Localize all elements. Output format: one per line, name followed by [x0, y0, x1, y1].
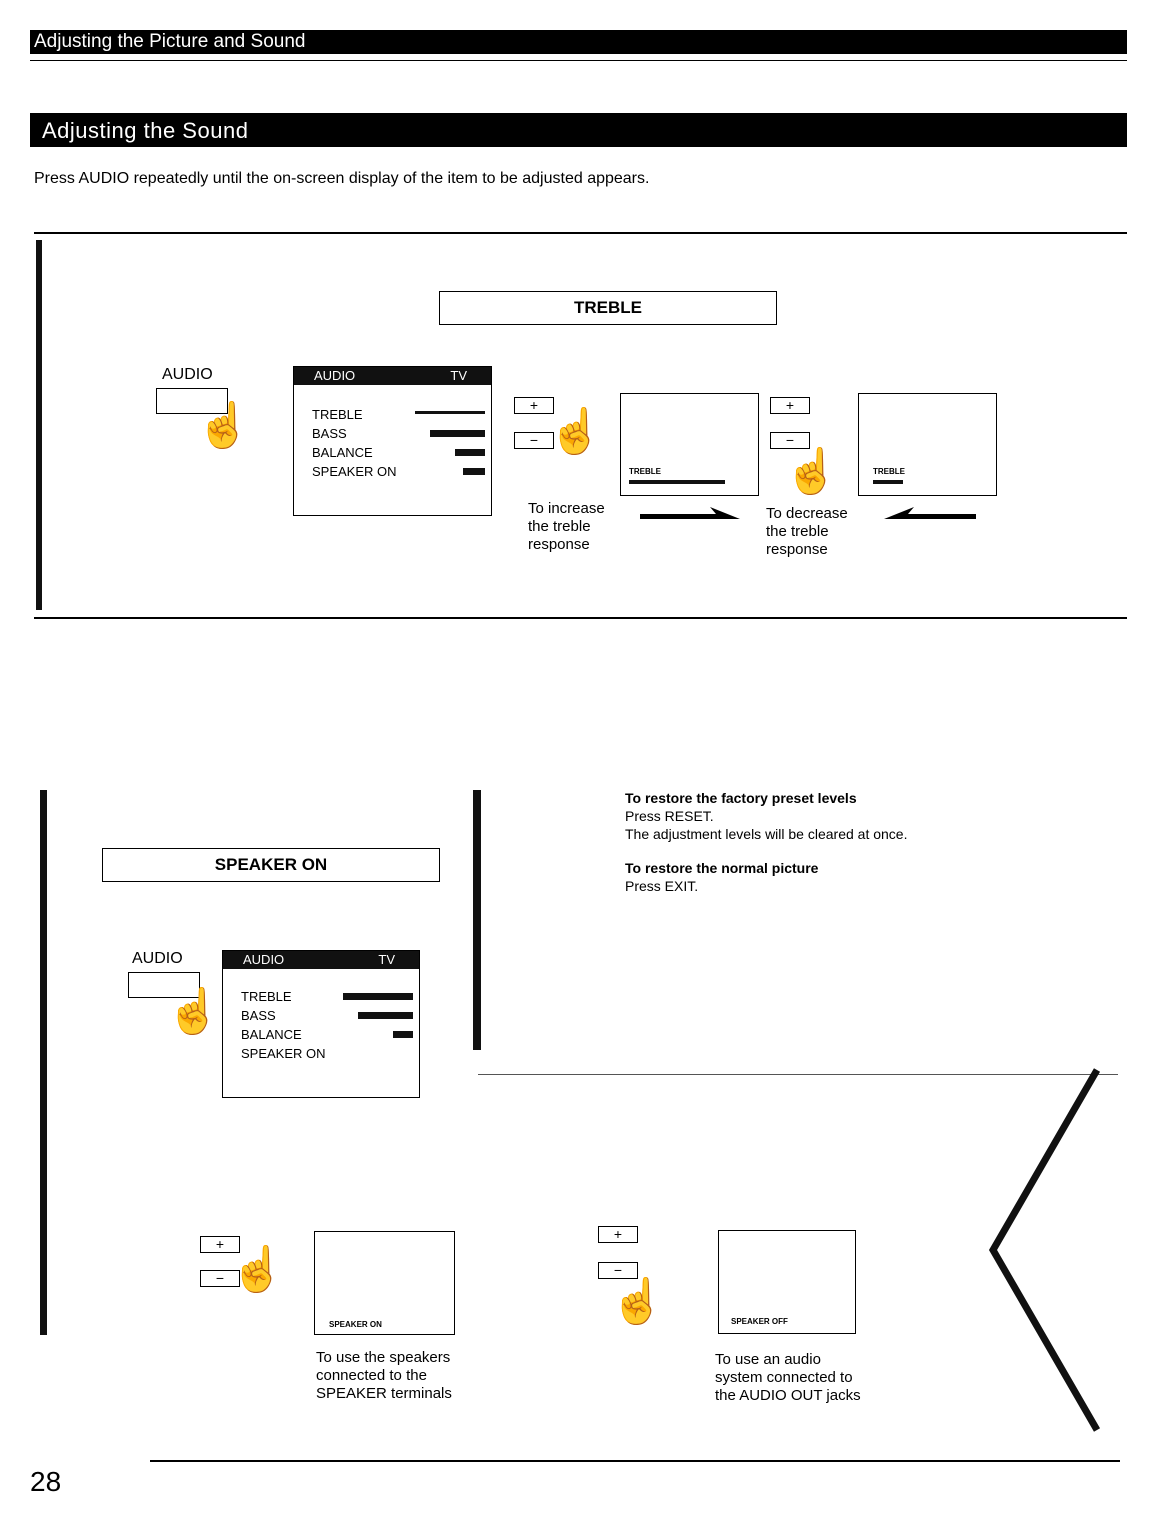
page-header-title: Adjusting the Picture and Sound — [34, 31, 306, 52]
section-title: Adjusting the Sound — [42, 118, 249, 143]
treble-screen-decrease: TREBLE — [858, 393, 997, 496]
screen-label: TREBLE — [629, 467, 661, 476]
speaker-on-caption: To use the speakers connected to the SPE… — [316, 1349, 452, 1402]
speaker-off-caption: To use an audio system connected to the … — [715, 1351, 861, 1404]
osd-item: TREBLE — [294, 405, 491, 424]
treble-panel-bottom-rule — [34, 617, 1127, 619]
osd-item: BASS — [223, 1006, 419, 1025]
osd-title: AUDIO — [314, 368, 356, 383]
treble-audio-button[interactable] — [156, 388, 228, 414]
speaker-panel-left-stripe — [40, 790, 47, 1335]
osd-item: TREBLE — [223, 987, 419, 1006]
osd-title-bar: AUDIO TV — [294, 367, 491, 385]
header-rule — [30, 60, 1127, 61]
normal-picture-heading: To restore the normal picture — [625, 860, 819, 876]
pointing-hand-icon: ☝ — [548, 407, 603, 456]
osd-item: BALANCE — [294, 443, 491, 462]
section-bar — [30, 113, 1127, 147]
minus-button[interactable]: − — [514, 432, 554, 449]
speaker-audio-button-label: AUDIO — [132, 950, 183, 967]
increase-caption: To increase the treble response — [528, 500, 605, 553]
osd-source: TV — [450, 368, 467, 383]
speaker-off-screen: SPEAKER OFF — [718, 1230, 856, 1334]
minus-button[interactable]: − — [200, 1270, 240, 1287]
pointing-hand-icon: ☝ — [784, 447, 839, 496]
normal-picture-line1: Press EXIT. — [625, 878, 699, 894]
plus-button[interactable]: + — [770, 397, 810, 414]
plus-button[interactable]: + — [200, 1236, 240, 1253]
screen-label: SPEAKER OFF — [731, 1317, 788, 1326]
osd-item: BALANCE — [223, 1025, 419, 1044]
speaker-osd-menu: AUDIO TV TREBLE BASS BALANCE SPEAKER ON — [222, 950, 420, 1098]
factory-preset-line2: The adjustment levels will be cleared at… — [625, 826, 908, 842]
speaker-on-screen: SPEAKER ON — [314, 1231, 455, 1335]
treble-audio-button-label: AUDIO — [162, 366, 213, 383]
level-bar — [873, 480, 903, 484]
factory-preset-line1: Press RESET. — [625, 808, 714, 824]
osd-title-bar: AUDIO TV — [223, 951, 419, 969]
speaker-label-box: SPEAKER ON — [102, 848, 440, 882]
osd-title: AUDIO — [243, 952, 285, 967]
treble-osd-menu: AUDIO TV TREBLE BASS BALANCE SPEAKER ON — [293, 366, 492, 516]
treble-label-box: TREBLE — [439, 291, 777, 325]
treble-panel-top-rule — [34, 232, 1127, 234]
decrease-caption: To decrease the treble response — [766, 505, 848, 558]
speaker-panel-bottom-rule — [150, 1460, 1120, 1462]
speaker-audio-button[interactable] — [128, 972, 200, 998]
minus-button[interactable]: − — [770, 432, 810, 449]
osd-item: BASS — [294, 424, 491, 443]
treble-panel-left-stripe — [36, 240, 42, 610]
osd-item: SPEAKER ON — [294, 462, 491, 481]
divider-rule — [478, 1074, 1118, 1075]
osd-source: TV — [378, 952, 395, 967]
pointing-hand-icon: ☝ — [196, 401, 251, 450]
pointing-hand-icon: ☝ — [166, 987, 221, 1036]
page-number: 28 — [30, 1466, 62, 1497]
level-bar — [629, 480, 725, 484]
minus-button[interactable]: − — [598, 1262, 638, 1279]
pointing-hand-icon: ☝ — [610, 1277, 665, 1326]
screen-label: TREBLE — [873, 467, 905, 476]
speaker-panel-divider-stripe — [473, 790, 481, 1050]
treble-screen-increase: TREBLE — [620, 393, 759, 496]
left-arrow-icon — [884, 507, 976, 519]
right-arrow-icon — [640, 507, 740, 519]
plus-button[interactable]: + — [598, 1226, 638, 1243]
factory-preset-heading: To restore the factory preset levels — [625, 790, 857, 806]
chevron-right-bracket — [988, 1068, 1101, 1432]
restore-notes: To restore the factory preset levels Pre… — [625, 789, 907, 895]
header-bar — [30, 30, 1127, 54]
screen-label: SPEAKER ON — [329, 1320, 382, 1329]
plus-button[interactable]: + — [514, 397, 554, 414]
intro-text: Press AUDIO repeatedly until the on-scre… — [34, 170, 650, 187]
pointing-hand-icon: ☝ — [230, 1245, 285, 1294]
osd-item: SPEAKER ON — [241, 1046, 326, 1061]
